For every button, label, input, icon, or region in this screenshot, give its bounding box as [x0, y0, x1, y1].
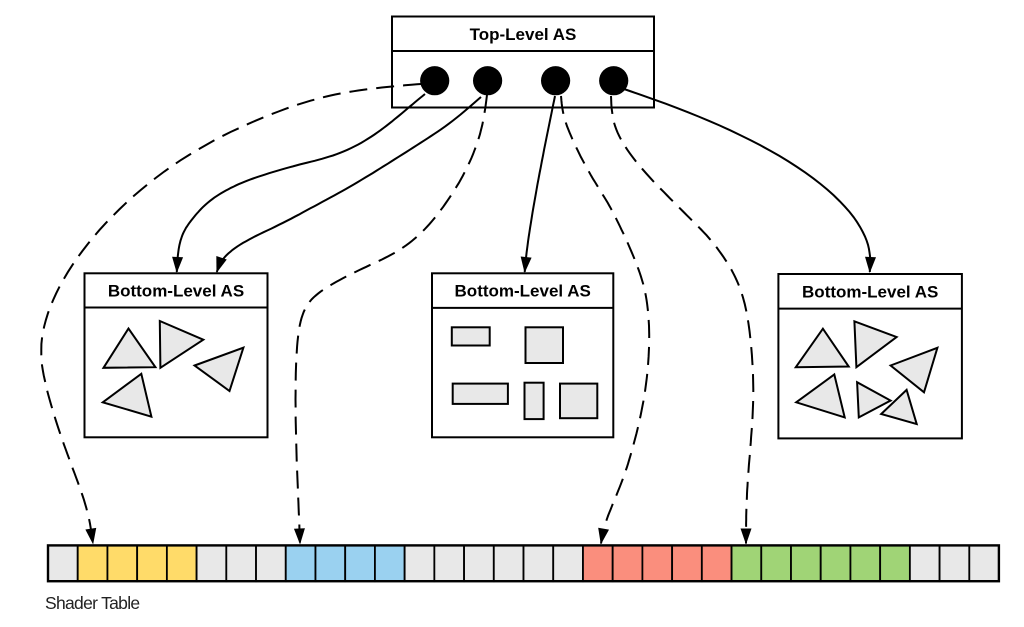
svg-text:Bottom-Level AS: Bottom-Level AS	[455, 282, 591, 301]
svg-text:Shader Table: Shader Table	[45, 593, 139, 613]
svg-text:Top-Level AS: Top-Level AS	[470, 25, 577, 44]
svg-text:Bottom-Level AS: Bottom-Level AS	[108, 281, 244, 300]
svg-text:Bottom-Level AS: Bottom-Level AS	[802, 282, 938, 301]
